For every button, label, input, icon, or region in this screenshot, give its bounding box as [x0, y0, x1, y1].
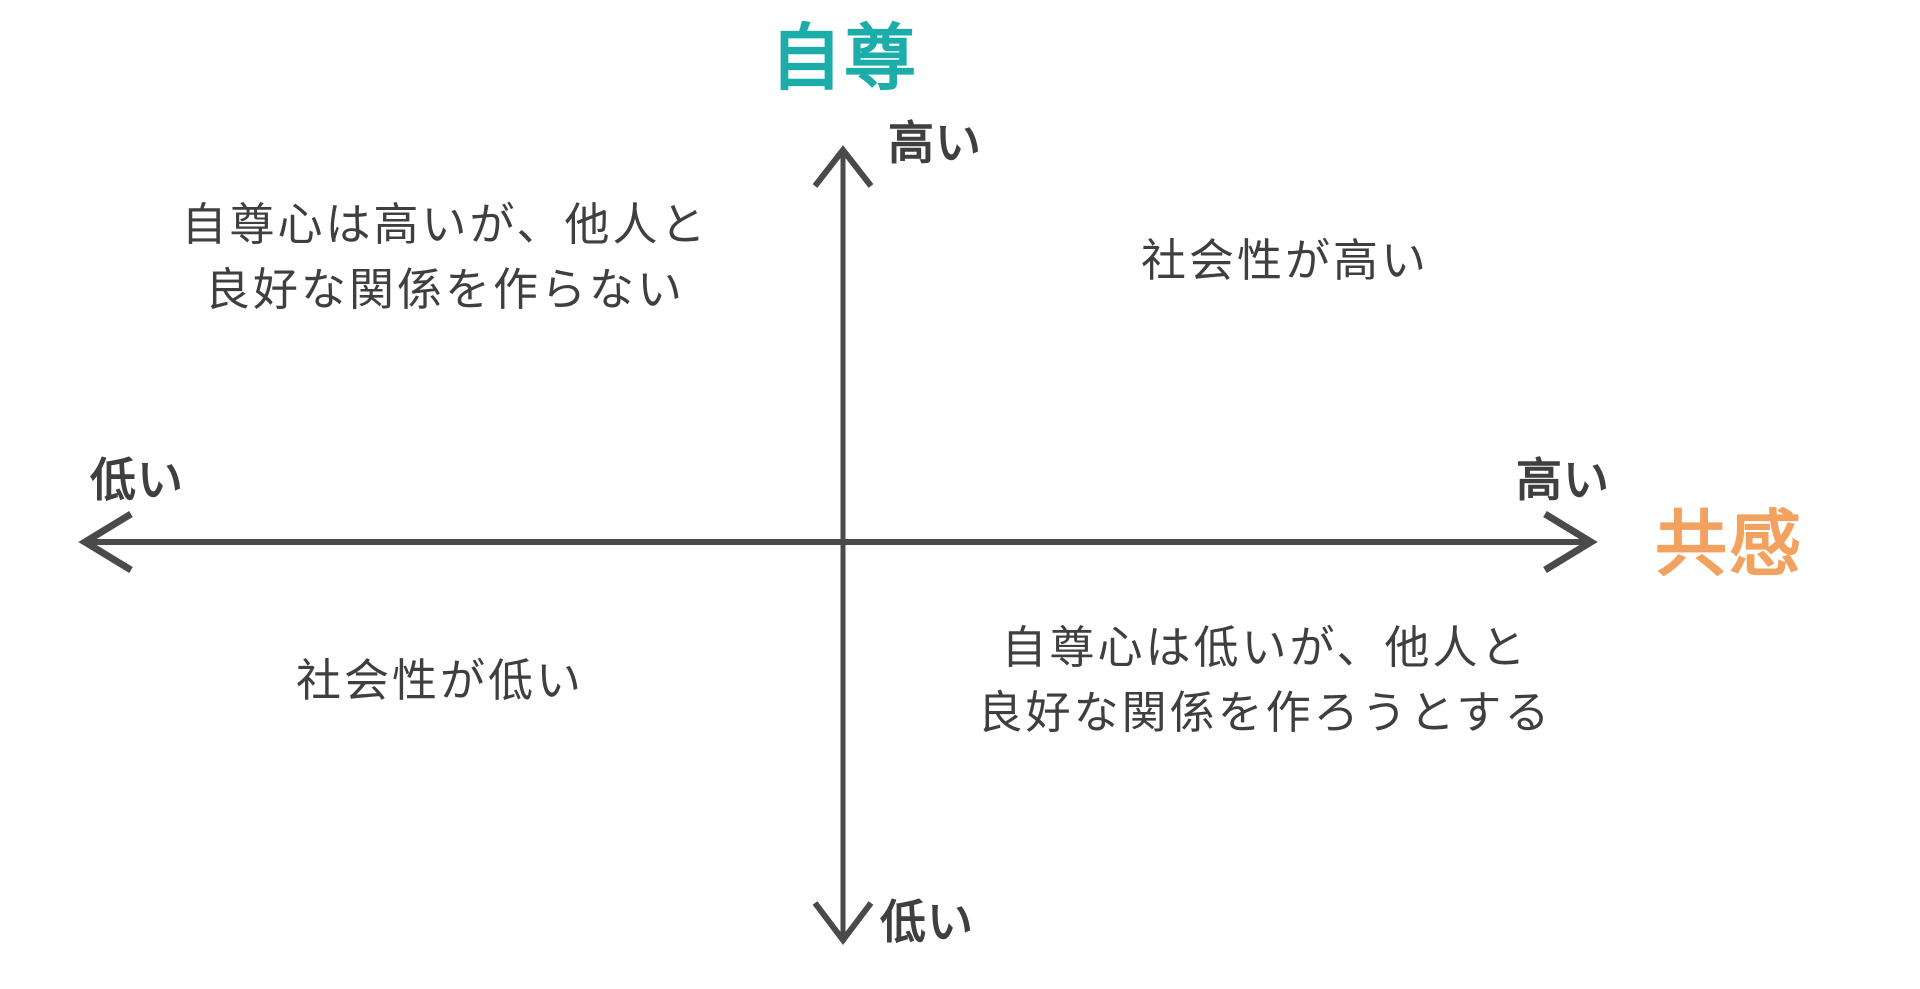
quadrant-label-bottom-right-line2: 良好な関係を作ろうとする [977, 686, 1553, 740]
quadrant-label-bottom-right-line1: 自尊心は低いが、他人と [1001, 621, 1529, 674]
horizontal-axis-left-arrowhead [78, 511, 133, 573]
quadrant-label-top-left-line2: 良好な関係を作らない [204, 263, 685, 317]
vertical-axis-up-arrowhead [812, 145, 874, 188]
horizontal-axis-low-label: 低い [90, 453, 184, 507]
quadrant-label-top-right: 社会性が高い [940, 228, 1630, 293]
horizontal-axis-right-arrowhead [1543, 511, 1598, 573]
quadrant-label-top-left-line1: 自尊心は高いが、他人と [181, 198, 709, 251]
horizontal-axis-title: 共感 [1655, 502, 1804, 586]
vertical-axis-down-arrowhead [812, 901, 874, 945]
quadrant-label-bottom-right: 自尊心は低いが、他人と 良好な関係を作ろうとする [870, 615, 1660, 746]
quadrant-label-top-right-line1: 社会性が高い [1140, 234, 1429, 287]
quadrant-label-top-left: 自尊心は高いが、他人と 良好な関係を作らない [100, 192, 790, 323]
quadrant-label-bottom-left: 社会性が低い [160, 648, 720, 713]
vertical-axis-low-label: 低い [880, 895, 974, 949]
vertical-axis-title: 自尊 [770, 16, 919, 100]
horizontal-axis-high-label: 高い [1516, 453, 1610, 507]
quadrant-label-bottom-left-line1: 社会性が低い [295, 654, 584, 707]
vertical-axis-high-label: 高い [888, 116, 982, 170]
